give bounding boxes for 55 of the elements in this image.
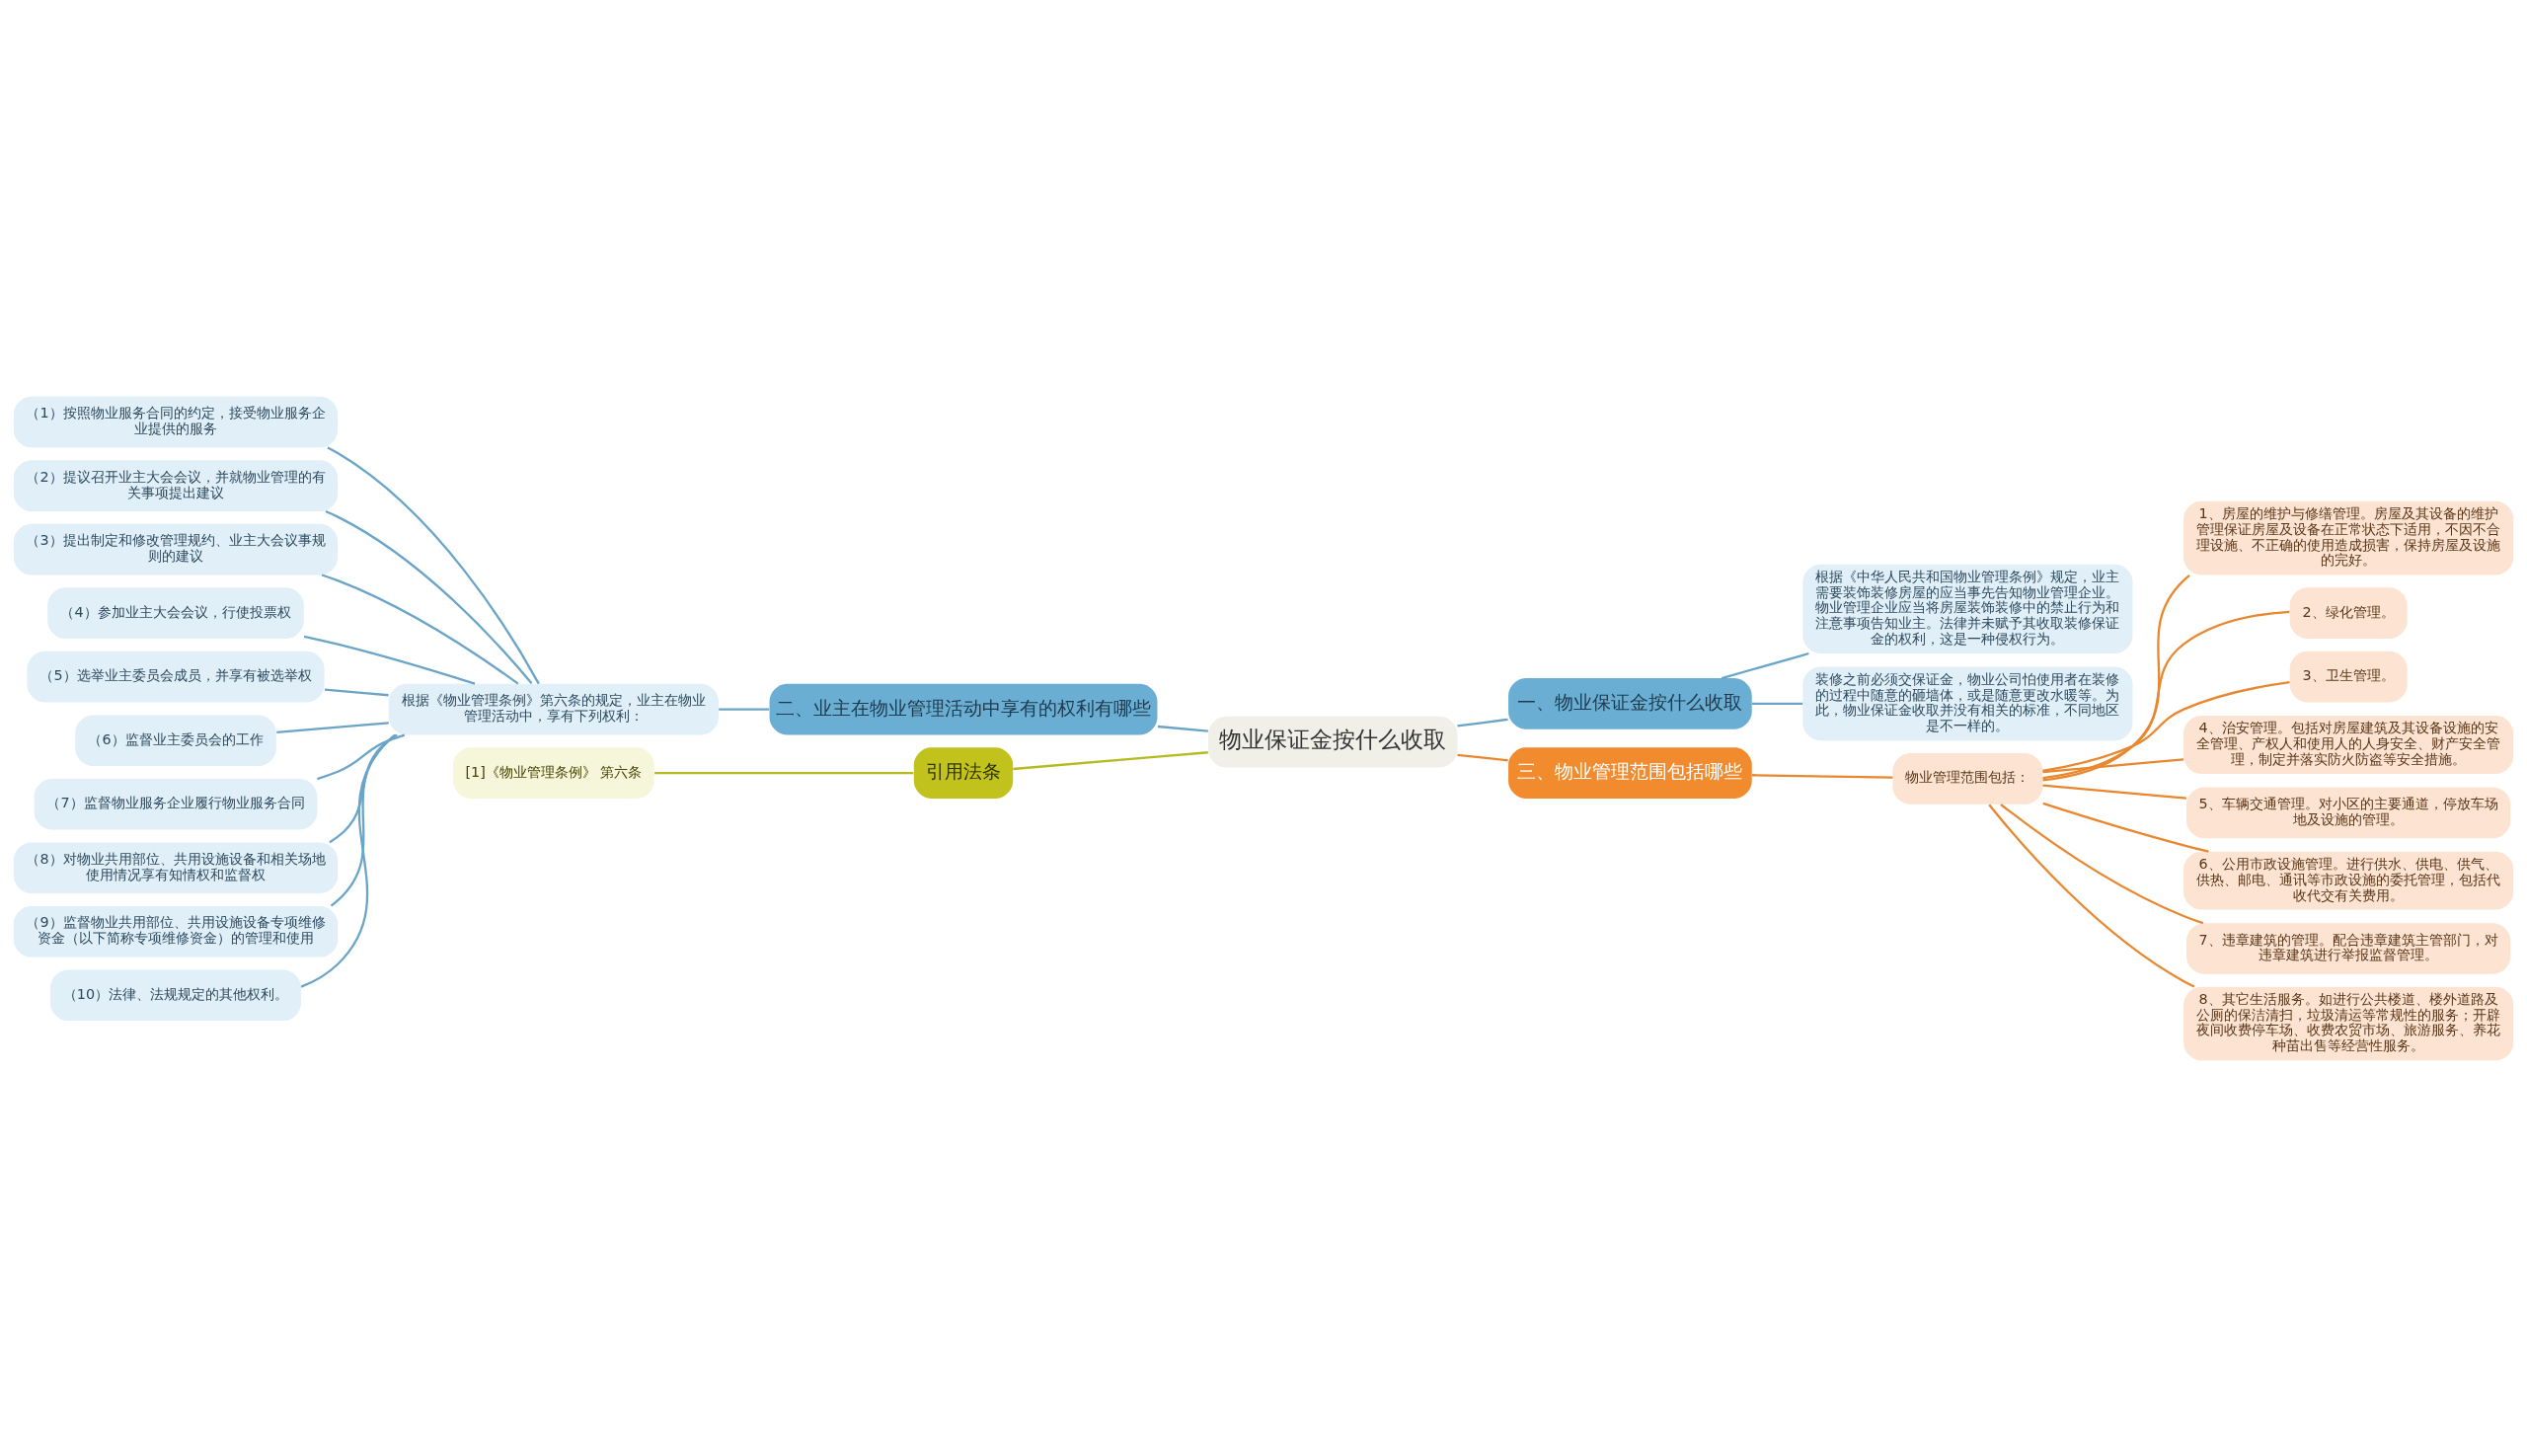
node-box: 2、绿化管理。 — [2289, 586, 2408, 639]
node-box: 6、公用市政设施管理。进行供水、供电、供气、供热、邮电、通讯等市政设施的委托管理，包括代收代交有关费用。 — [2183, 851, 2514, 910]
connector — [303, 635, 476, 685]
node-box: 3、卫生管理。 — [2289, 651, 2408, 702]
node-box: [1]《物业管理条例》 第六条 — [453, 746, 654, 799]
node-box: （6）监督业主委员会的工作 — [75, 714, 276, 766]
node-box: 三、物业管理范围包括哪些 — [1508, 746, 1752, 799]
node-box: （1）按照物业服务合同的约定，接受物业服务企业提供的服务 — [13, 396, 339, 447]
node-box: 8、其它生活服务。如进行公共楼道、楼外道路及公厕的保洁清扫，垃圾清运等常规性的服务；开辟夜间收费停车场、收费农贸市场、旅游服务、养花种苗出售等经营性服务。 — [2183, 986, 2514, 1060]
node-box: 根据《物业管理条例》第六条的规定，业主在物业管理活动中，享有下列权利： — [388, 683, 719, 734]
connector — [276, 721, 389, 733]
node-box: （7）监督物业服务企业履行物业服务合同 — [34, 778, 318, 830]
node-box: 根据《中华人民共和国物业管理条例》规定，业主需要装饰装修房屋的应当事先告知物业管理企业。物业管理企业应当将房屋装饰装修中的禁止行为和注意事项告知业主。法律并未赋予其收取装修保证金的权利，这是一种侵权行为。 — [1802, 564, 2133, 653]
connector — [2042, 610, 2290, 779]
node-box: （3）提出制定和修改管理规约、业主大会议事规则的建议 — [13, 523, 339, 575]
connector — [324, 688, 389, 696]
node-box: 物业管理范围包括： — [1892, 752, 2043, 805]
connector — [2042, 574, 2190, 781]
node-box: 装修之前必须交保证金，物业公司怕使用者在装修的过程中随意的砸墙体，或是随意更改水暖等。为此，物业保证金收取并没有相关的标准，不同地区是不一样的。 — [1802, 666, 2133, 740]
connector — [329, 733, 398, 843]
node-box: （5）选举业主委员会成员，并享有被选举权 — [27, 651, 325, 702]
node-box: （9）监督物业共用部位、共用设施设备专项维修资金（以下简称专项维修资金）的管理和使用 — [13, 905, 339, 958]
node-box: 引用法条 — [913, 746, 1014, 799]
connector — [1013, 750, 1208, 770]
node-box: （10）法律、法规规定的其他权利。 — [50, 969, 301, 1021]
connector — [2000, 803, 2204, 924]
node-box: 5、车辆交通管理。对小区的主要通道，停放车场地及设施的管理。 — [2185, 787, 2511, 838]
node-box: 物业保证金按什么收取 — [1208, 716, 1458, 767]
node-box: （2）提议召开业主大会会议，并就物业管理的有关事项提出建议 — [13, 459, 339, 511]
node-box: （4）参加业主大会会议，行使投票权 — [47, 586, 304, 639]
connector — [1457, 753, 1508, 761]
connector — [327, 446, 540, 684]
node-box: （8）对物业共用部位、共用设施设备和相关场地使用情况享有知情权和监督权 — [13, 841, 339, 893]
connector — [1988, 804, 2195, 988]
connector — [2042, 783, 2186, 800]
connector — [317, 732, 406, 780]
connector — [654, 771, 914, 774]
connector — [1457, 718, 1508, 728]
node-box: 7、违章建筑的管理。配合违章建筑主管部门，对违章建筑进行举报监督管理。 — [2185, 922, 2511, 974]
connector — [2042, 802, 2209, 853]
connector — [719, 708, 770, 711]
node-box: 4、治安管理。包括对房屋建筑及其设备设施的安全管理、产权人和使用人的人身安全、财产安全管理，制定并落实防火防盗等安全措施。 — [2183, 715, 2514, 774]
node-box: 二、业主在物业管理活动中享有的权利有哪些 — [769, 683, 1158, 734]
connector — [300, 733, 396, 988]
connector — [321, 573, 519, 685]
connector — [1157, 725, 1208, 732]
node-box: 一、物业保证金按什么收取 — [1508, 677, 1752, 729]
connector — [1721, 651, 1809, 679]
connector — [325, 509, 533, 684]
connector — [330, 733, 397, 907]
connector — [1751, 702, 1803, 705]
connector — [2042, 757, 2184, 773]
node-box: 1、房屋的维护与修缮管理。房屋及其设备的维护管理保证房屋及设备在正常状态下适用，不因不合理设施、不正确的使用造成损害，保持房屋及设施的完好。 — [2183, 500, 2514, 575]
connector — [1751, 773, 1893, 779]
connector — [2042, 680, 2290, 772]
